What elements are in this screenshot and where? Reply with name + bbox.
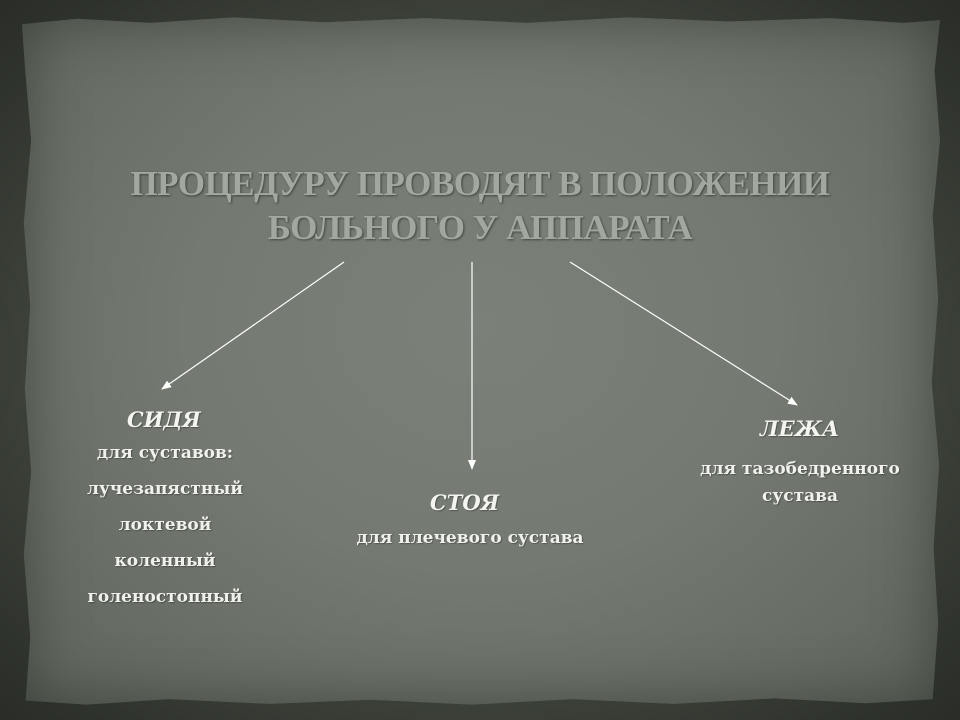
arrow-to-lying	[569, 261, 798, 406]
standing-line: для плечевого сустава	[356, 528, 584, 548]
sitting-line: для суставов:	[96, 443, 234, 463]
title-line-2: БОЛЬНОГО У АППАРАТА	[267, 208, 693, 247]
slide-title: ПРОЦЕДУРУ ПРОВОДЯТ В ПОЛОЖЕНИИ БОЛЬНОГО …	[0, 162, 960, 250]
sitting-line: локтевой	[118, 515, 212, 535]
standing-position-group: СТОЯ для плечевого сустава	[290, 487, 650, 557]
sitting-line: коленный	[114, 551, 216, 571]
lying-line: для тазобедренного	[700, 459, 900, 479]
sitting-heading: СИДЯ	[127, 407, 201, 432]
standing-heading: СТОЯ	[430, 490, 500, 515]
lying-position-group: ЛЕЖА для тазобедренного сустава	[660, 414, 940, 510]
arrow-to-sitting	[161, 261, 345, 390]
lying-heading: ЛЕЖА	[760, 416, 840, 441]
lying-line: сустава	[762, 486, 838, 506]
slide-paper-background	[22, 17, 940, 705]
sitting-position-group: СИДЯ для суставов: лучезапястный локтево…	[40, 405, 290, 615]
sitting-line: голеностопный	[87, 587, 243, 607]
sitting-line: лучезапястный	[87, 479, 243, 499]
title-line-1: ПРОЦЕДУРУ ПРОВОДЯТ В ПОЛОЖЕНИИ	[130, 164, 830, 203]
